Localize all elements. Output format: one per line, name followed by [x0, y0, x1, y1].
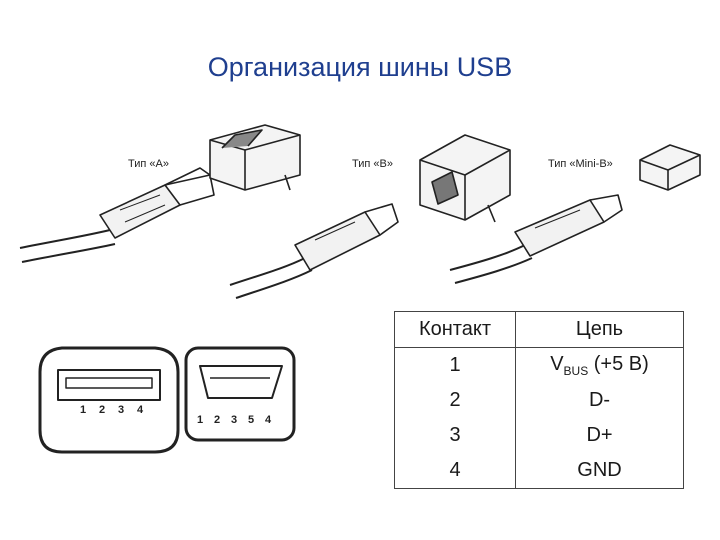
circuit-cell: GND	[515, 453, 684, 489]
pin-cell: 1	[394, 347, 516, 383]
pin-cell: 4	[394, 453, 516, 489]
circuit-main: V	[550, 353, 564, 375]
pin-number: 5	[248, 414, 255, 426]
pin-number: 4	[137, 404, 144, 416]
type-mini-b-label: Тип «Mini-B»	[548, 158, 613, 170]
pin-cell: 2	[394, 383, 516, 418]
page-title: Организация шины USB	[207, 52, 513, 82]
table-row: 3 D+	[394, 418, 684, 453]
column-header-circuit: Цепь	[515, 311, 684, 348]
table-row: 4 GND	[394, 453, 684, 489]
type-mini-port-face-icon	[184, 346, 296, 442]
table-header-row: Контакт Цепь	[394, 311, 684, 348]
type-mini-b-cable-icon	[449, 194, 623, 284]
table-row: 1 VBUS (+5 В)	[394, 347, 684, 383]
type-mini-b-receptacle-icon	[639, 144, 701, 191]
type-b-label: Тип «B»	[352, 158, 393, 170]
pin-number: 4	[265, 414, 272, 426]
pin-number: 1	[80, 404, 87, 416]
pin-number: 3	[118, 404, 125, 416]
pin-cell: 3	[394, 418, 516, 453]
pin-number: 2	[99, 404, 106, 416]
circuit-cell: VBUS (+5 В)	[515, 347, 684, 383]
column-header-contact: Контакт	[394, 311, 516, 348]
pin-number: 2	[214, 414, 221, 426]
type-a-port-face-icon	[38, 346, 180, 454]
pinout-table: Контакт Цепь 1 VBUS (+5 В) 2 D- 3 D+ 4 G…	[394, 311, 684, 489]
pin-number: 1	[197, 414, 204, 426]
pin-number: 3	[231, 414, 238, 426]
circuit-rest: (+5 В)	[588, 353, 649, 375]
table-row: 2 D-	[394, 383, 684, 418]
circuit-subscript: BUS	[563, 364, 589, 378]
type-b-receptacle-icon	[419, 134, 511, 223]
type-a-cable-icon	[19, 167, 215, 263]
type-a-receptacle-icon	[209, 124, 301, 191]
type-b-cable-icon	[229, 203, 399, 299]
type-a-label: Тип «A»	[128, 158, 169, 170]
circuit-cell: D+	[515, 418, 684, 453]
circuit-cell: D-	[515, 383, 684, 418]
